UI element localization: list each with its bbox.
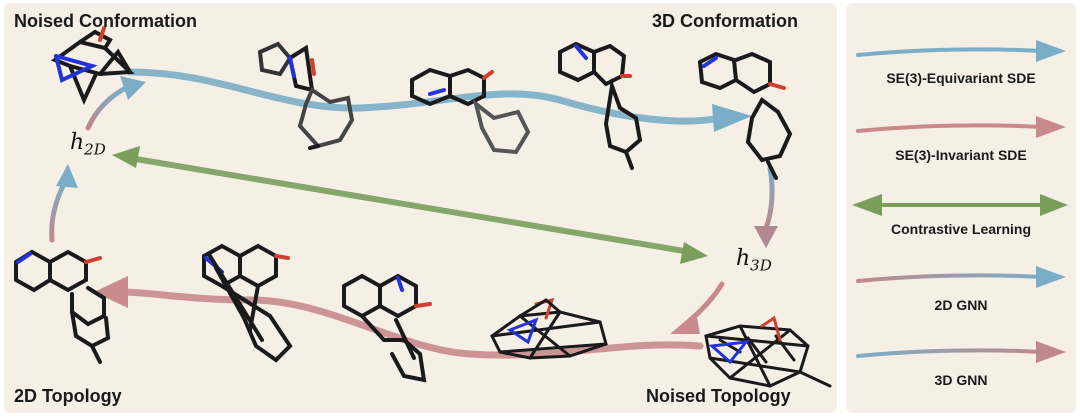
label-noised-topology: Noised Topology — [646, 386, 791, 406]
label-3d-conformation: 3D Conformation — [652, 11, 798, 31]
gnn-2d-arrows — [49, 76, 146, 243]
legend-label-invariant-sde: SE(3)-Invariant SDE — [895, 147, 1027, 163]
molecule-topology-step-3 — [490, 297, 608, 360]
legend-contrastive-arrow — [852, 194, 1068, 216]
molecule-noised-topology — [704, 315, 832, 388]
molecule-conformation-step-2 — [410, 67, 531, 155]
contrastive-learning-arrow — [112, 146, 708, 264]
legend-equivariant-arrow — [856, 40, 1066, 62]
invariant-sde-arrow — [94, 276, 704, 359]
legend-label-gnn-2d: 2D GNN — [934, 297, 988, 313]
legend-gnn-3d-arrow — [856, 341, 1066, 363]
molecule-2d-topology — [14, 249, 111, 364]
label-h-2d: h2D — [70, 130, 106, 159]
molecule-conformation-step-3 — [558, 41, 643, 170]
label-h-3d: h3D — [736, 246, 772, 275]
molecule-3d-conformation — [697, 51, 793, 180]
gnn-3d-arrows — [670, 165, 778, 334]
legend-gnn-2d-arrow — [856, 266, 1066, 288]
legend-label-equivariant-sde: SE(3)-Equivariant SDE — [886, 70, 1036, 86]
label-noised-conformation: Noised Conformation — [14, 11, 197, 31]
molecule-conformation-step-1 — [257, 41, 355, 150]
legend-label-gnn-3d: 3D GNN — [934, 372, 988, 388]
molecule-topology-step-1 — [202, 243, 293, 363]
label-2d-topology: 2D Topology — [14, 386, 122, 406]
legend-invariant-arrow — [856, 116, 1066, 138]
molecule-topology-step-2 — [342, 273, 432, 383]
legend-label-contrastive-learning: Contrastive Learning — [890, 221, 1032, 237]
molecule-noised-conformation — [50, 26, 135, 105]
